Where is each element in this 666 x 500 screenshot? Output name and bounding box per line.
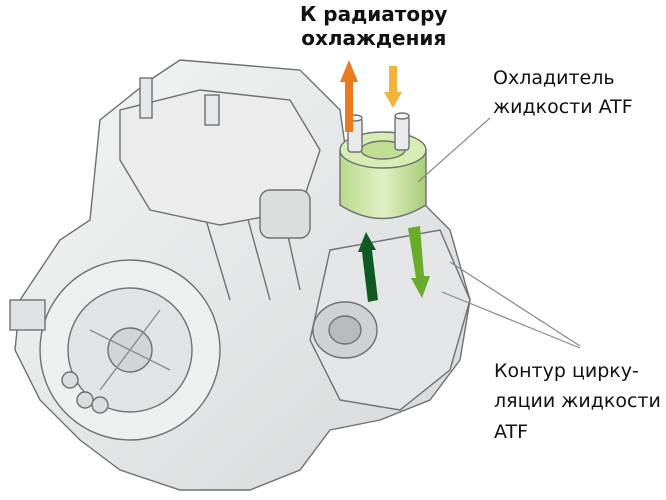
to-radiator-line-2: охлаждения <box>301 26 447 51</box>
cooler-leader-line <box>417 117 491 183</box>
circuit-arrow-up <box>358 232 378 302</box>
leader-lines <box>417 117 581 349</box>
circuit-leader-line-upper <box>449 261 581 347</box>
atf-circuit-label: Контур цирку- ляции жидкости ATF <box>494 356 661 447</box>
to-radiator-line-1: К радиатору <box>300 2 448 26</box>
flow-arrows <box>340 60 430 302</box>
atf-circuit-line-1: Контур цирку- <box>494 360 639 382</box>
inflow-arrow-down <box>384 66 402 108</box>
gearbox-housing <box>9 59 471 491</box>
circuit-leader-line-lower <box>441 291 581 349</box>
atf-cooler-line-1: Охладитель <box>493 67 615 89</box>
outflow-arrow-up <box>340 60 358 132</box>
atf-circuit-line-2: ляции жидкости <box>494 390 661 413</box>
to-radiator-label: К радиатору охлаждения <box>300 2 447 51</box>
circuit-arrow-down <box>408 226 430 298</box>
atf-circuit-line-3: ATF <box>494 420 529 443</box>
atf-cooler-label: Охладитель жидкости ATF <box>493 64 633 123</box>
atf-cooler-line-2: жидкости ATF <box>493 96 633 119</box>
